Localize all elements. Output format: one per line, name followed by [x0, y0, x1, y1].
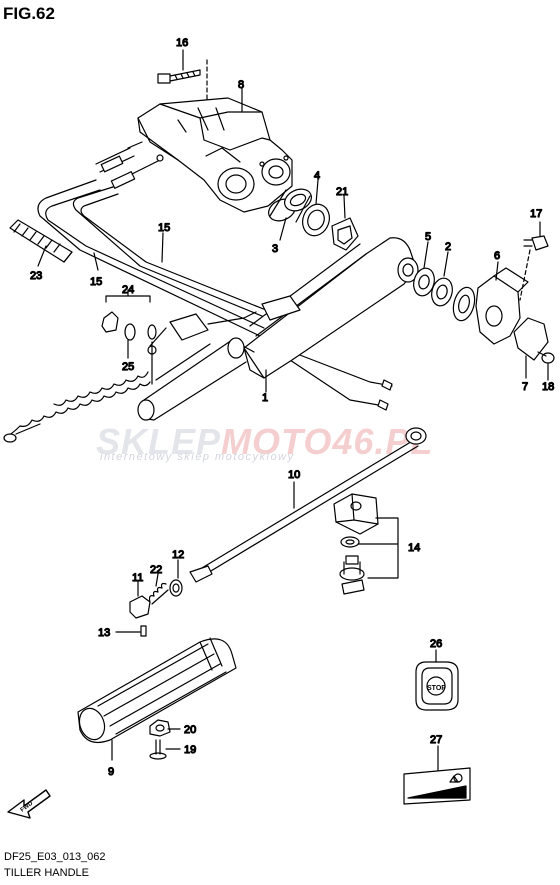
cable-end-fittings	[95, 141, 164, 189]
part-26-stop-switch	[415, 661, 459, 711]
lanyard-coil	[3, 371, 151, 443]
part-7-plate	[513, 317, 549, 361]
part-17-bolt	[523, 235, 549, 251]
label-3: 3	[272, 243, 278, 255]
label-16: 16	[176, 37, 188, 49]
watermark-left: SKLEP	[96, 421, 222, 462]
watermark-subtitle: internetowy sklep motocyklowy	[100, 451, 295, 463]
label-18: 18	[542, 381, 554, 393]
fwd-arrow-icon	[7, 789, 51, 819]
part-6-bracket	[475, 267, 529, 345]
part-22-spring	[148, 582, 169, 605]
label-10: 10	[288, 469, 300, 481]
label-15-left: 15	[90, 276, 102, 288]
part-3-collar	[268, 188, 312, 223]
label-8: 8	[238, 79, 244, 91]
figure-title: FIG.62	[3, 4, 55, 23]
label-4: 4	[314, 170, 320, 182]
label-11: 11	[132, 572, 143, 584]
label-13: 13	[98, 627, 110, 639]
label-27: 27	[430, 734, 442, 746]
label-6: 6	[494, 250, 500, 262]
part-4-washer	[302, 203, 330, 237]
part-27-decal	[403, 767, 471, 805]
label-9: 9	[108, 766, 114, 778]
label-19: 19	[184, 744, 196, 756]
part-1-tiller-arm	[137, 237, 419, 421]
watermark-right: MOTO46.PL	[221, 421, 434, 462]
label-15-top: 15	[158, 222, 170, 234]
part-23-throttle-grip	[9, 219, 73, 263]
label-21: 21	[336, 186, 348, 198]
part-8-bracket	[137, 97, 293, 213]
part-12-collar	[169, 579, 183, 597]
part-10-shaft	[189, 427, 427, 583]
label-26: 26	[430, 638, 442, 650]
diagram-name: TILLER HANDLE	[4, 867, 89, 879]
part-15-cables	[37, 179, 393, 411]
label-24: 24	[122, 284, 134, 296]
label-2: 2	[445, 241, 451, 253]
label-1: 1	[262, 392, 268, 404]
watermark: SKLEPMOTO46.PL internetowy sklep motocyk…	[96, 421, 466, 469]
label-12: 12	[172, 549, 184, 561]
part-washer-large	[452, 286, 476, 322]
part-2-bushing	[431, 277, 453, 307]
part-16-bolt	[157, 69, 201, 84]
diagram-code: DF25_E03_013_062	[4, 851, 106, 863]
stop-text: STOP	[427, 685, 446, 692]
label-7: 7	[522, 381, 528, 393]
label-17: 17	[530, 208, 542, 220]
part-24-kill-switch	[101, 311, 257, 385]
label-5: 5	[425, 231, 431, 243]
part-14-stopper	[333, 493, 379, 595]
part-9-handle-grip	[77, 637, 237, 743]
part-11-block	[129, 595, 151, 619]
part-13-pin	[140, 625, 147, 637]
label-20: 20	[184, 724, 196, 736]
part-18-screw	[537, 351, 555, 364]
label-22: 22	[150, 564, 162, 576]
part-20-nut	[149, 719, 171, 737]
part-19-screw	[149, 739, 167, 760]
part-21-plate	[331, 217, 359, 251]
label-23: 23	[30, 270, 42, 282]
label-14: 14	[408, 542, 420, 554]
label-25: 25	[122, 361, 134, 373]
